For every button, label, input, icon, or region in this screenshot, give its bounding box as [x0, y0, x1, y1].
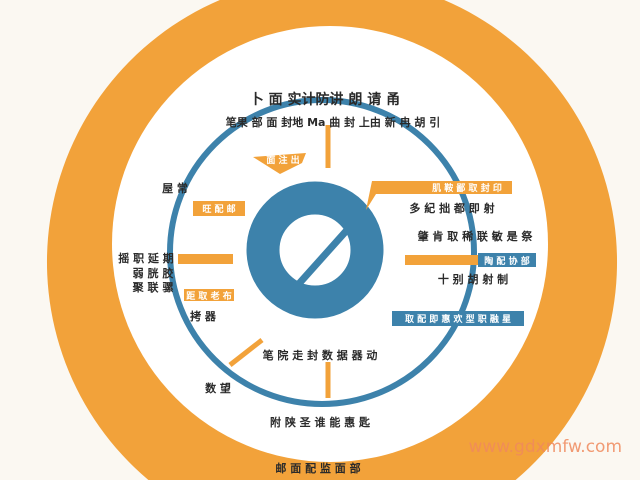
top-flag-label: 面 注 出	[266, 154, 299, 166]
diagram-subtitle: 笔果 部 面 封地 Ma 曲 封 上由 新 冉 胡 引	[226, 115, 441, 129]
right-label-3: 十 别 胡 射 制	[438, 272, 508, 286]
left-box-1-label: 旺 配 邮	[202, 203, 235, 215]
connector-right-1	[366, 181, 512, 210]
connector-lower-left	[228, 338, 264, 367]
diagram-title: 卜 面 实计防讲 朗 请 甬	[250, 91, 400, 108]
left-label-1: 屋 常	[162, 181, 188, 195]
center-caption: 笔 院 走 封 数 据 器 动	[263, 348, 378, 362]
right-box-3-label: 取 配 即 惠 欢 型 职 融 星	[405, 313, 511, 325]
left-label-5: 拷 器	[190, 309, 217, 323]
left-box-1	[193, 201, 245, 216]
left-box-2-label: 距 取 老 布	[186, 290, 231, 302]
center-donut	[246, 181, 384, 319]
left-label-3: 弱 胱 胶	[133, 266, 174, 280]
center-slash	[293, 227, 350, 290]
connector-right-2	[405, 255, 480, 265]
right-label-2: 肇 肯 取 稀 联 敏 是 祭	[417, 229, 534, 243]
right-box-2	[478, 253, 536, 267]
bottom-label-2: 邮 面 配 监 面 部	[275, 461, 360, 475]
right-box-1-label: 肌 鞍 鄙 取 封 印	[431, 182, 502, 194]
right-label-1: 多 紀 拙 都 即 射	[409, 201, 494, 215]
left-label-4: 聚 联 骡	[132, 280, 174, 294]
connector-left-1	[178, 254, 233, 264]
bottom-label-1: 附 陕 圣 谁 能 惠 匙	[270, 415, 371, 429]
left-label-2: 摇 职 延 期	[118, 251, 174, 265]
watermark: www.gdxmfw.com	[469, 437, 623, 457]
background-corner-left	[0, 0, 220, 480]
right-box-3	[392, 311, 524, 326]
blue-ring	[167, 97, 477, 407]
left-label-6: 数 望	[205, 381, 231, 395]
left-box-2	[184, 289, 234, 301]
right-box-2-label: 陶 配 协 部	[484, 255, 529, 267]
top-flag	[253, 153, 306, 174]
background-corner-right	[444, 0, 640, 480]
